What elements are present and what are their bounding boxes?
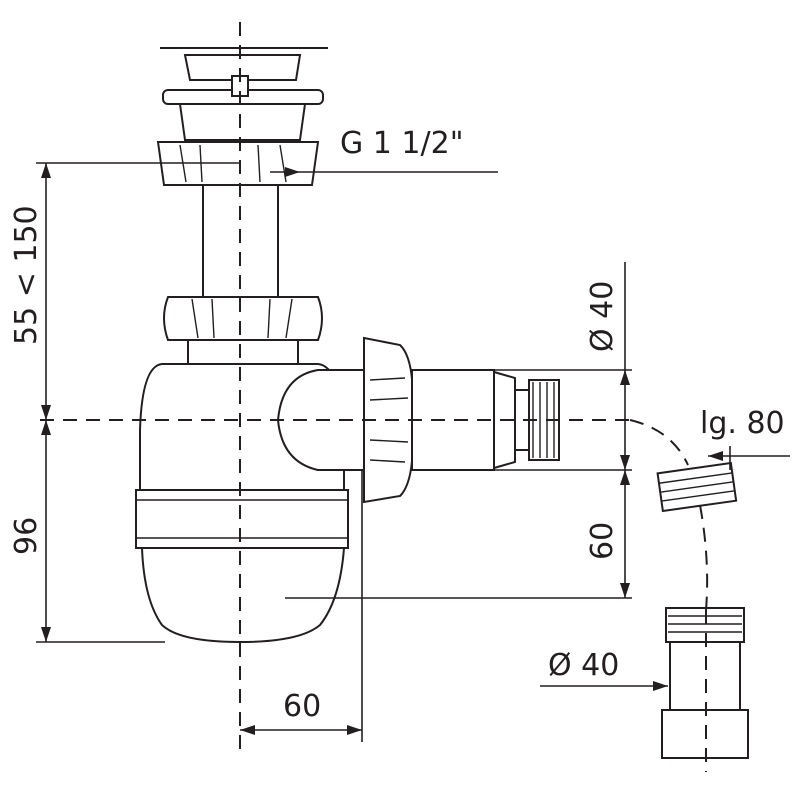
adapter-piece (661, 607, 749, 759)
thread-size-label: G 1 1/2" (340, 126, 464, 161)
dimension-lines (36, 162, 790, 742)
adapter-diameter-label: Ø 40 (548, 648, 619, 683)
pipe-length-label: lg. 80 (700, 406, 785, 441)
drain-strainer (160, 47, 328, 141)
outlet-drop-label: 60 (585, 522, 620, 560)
center-lines (40, 22, 709, 772)
bottom-height-label: 96 (9, 517, 44, 555)
height-range-label: 55 < 150 (9, 205, 44, 345)
outlet-pipe (411, 369, 560, 471)
union-nut (163, 296, 323, 365)
horizontal-offset-label: 60 (283, 689, 321, 724)
outlet-diameter-label: Ø 40 (585, 281, 620, 352)
threaded-ring (656, 461, 738, 513)
